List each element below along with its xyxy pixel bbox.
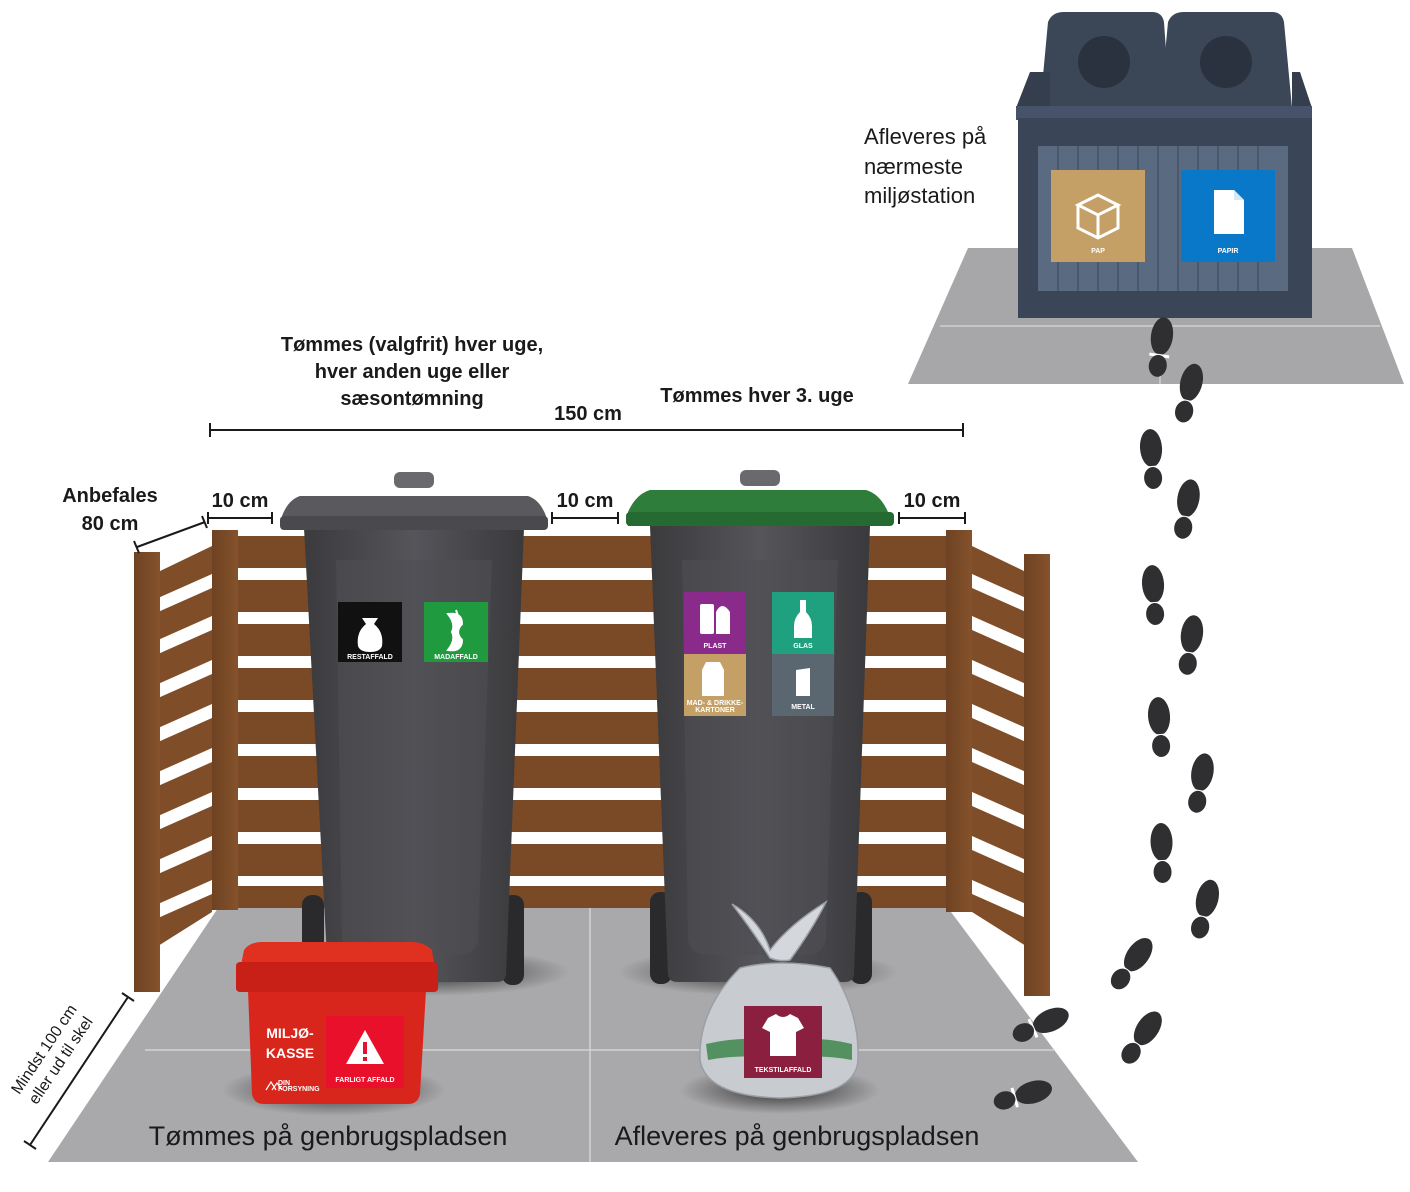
plast-sticker: PLAST	[684, 592, 746, 654]
total-width-label: 150 cm	[554, 403, 622, 425]
paper-icon	[1214, 190, 1244, 234]
bottom-right-label: Afleveres på genbrugspladsen	[615, 1121, 980, 1151]
station-note-line2: nærmeste	[864, 154, 963, 179]
bin-plast-glas-metal: PLAST GLAS MAD- & DRIKKE- KARTONER METAL	[618, 470, 898, 996]
brand-logo-icon	[265, 1080, 283, 1091]
footprint-icon	[1138, 428, 1165, 490]
papir-label: PAPIR	[1218, 248, 1239, 255]
madaffald-sticker: MADAFFALD	[424, 602, 488, 662]
restaffald-label: RESTAFFALD	[347, 654, 393, 661]
recommended-dimension	[133, 515, 208, 554]
brand-line2: FORSYNING	[278, 1086, 320, 1093]
recommended-label: Anbefales 80 cm	[62, 485, 158, 535]
pap-sticker: PAP	[1051, 170, 1145, 262]
total-width-dimension	[209, 423, 964, 437]
footprint-icon	[1146, 696, 1173, 758]
gap-dimensions	[207, 512, 966, 524]
box-icon	[1074, 193, 1122, 240]
footprint-icon	[1175, 613, 1206, 677]
distance-label: Mindst 100 cm eller ud til skel	[9, 1002, 97, 1108]
carton-icon	[702, 662, 724, 696]
recommended-line2: 80 cm	[82, 513, 139, 535]
schedule-weekly-line2: hver anden uge eller	[315, 361, 510, 383]
box-label-line1: MILJØ-	[266, 1025, 314, 1041]
miljoe-kasse: MILJØ- KASSE FARLIGT AFFALD DIN FORSYNIN…	[222, 942, 446, 1116]
textile-bag: TEKSTILAFFALD	[680, 899, 880, 1114]
bottom-left-label: Tømmes på genbrugspladsen	[149, 1121, 508, 1151]
tshirt-icon	[762, 1014, 804, 1056]
footprint-icon	[1105, 932, 1159, 995]
kartoner-label-1: MAD- & DRIKKE-	[687, 700, 744, 707]
restaffald-sticker: RESTAFFALD	[338, 602, 402, 662]
footprint-icon	[1115, 1006, 1168, 1069]
distance-dimension	[23, 992, 135, 1150]
madaffald-label: MADAFFALD	[434, 654, 478, 661]
trash-bag-icon	[357, 618, 383, 652]
schedule-weekly-line1: Tømmes (valgfrit) hver uge,	[281, 334, 543, 356]
footprint-icon	[1184, 751, 1217, 815]
kartoner-sticker: MAD- & DRIKKE- KARTONER	[684, 654, 746, 716]
bin-restaffald-madaffald: RESTAFFALD MADAFFALD	[280, 472, 570, 996]
box-label-line2: KASSE	[266, 1045, 314, 1061]
gap-left-label: 10 cm	[212, 490, 269, 512]
schedule-weekly-line3: sæsontømning	[340, 388, 483, 410]
glas-label: GLAS	[793, 643, 813, 650]
collection-station: PAP PAPIR	[908, 12, 1404, 384]
gap-right-label: 10 cm	[904, 490, 961, 512]
schedule-3weeks: Tømmes hver 3. uge	[660, 385, 853, 407]
hazard-label: FARLIGT AFFALD	[335, 1077, 394, 1084]
metal-sticker: METAL	[772, 654, 834, 716]
apple-core-icon	[446, 609, 464, 652]
recommended-line1: Anbefales	[62, 485, 158, 507]
footprint-icon	[1170, 477, 1203, 541]
kartoner-label-2: KARTONER	[695, 707, 735, 714]
glas-sticker: GLAS	[772, 592, 834, 654]
station-note-line3: miljøstation	[864, 183, 975, 208]
brand-line1: DIN	[278, 1080, 290, 1087]
schedule-weekly: Tømmes (valgfrit) hver uge, hver anden u…	[281, 334, 543, 410]
metal-label: METAL	[791, 704, 815, 711]
pap-label: PAP	[1091, 248, 1105, 255]
bottle-icon	[794, 600, 812, 638]
plast-label: PLAST	[704, 643, 728, 650]
station-note-line1: Afleveres på	[864, 124, 987, 149]
footprint-icon	[1149, 822, 1174, 884]
warning-icon	[346, 1030, 384, 1064]
gap-middle-label: 10 cm	[557, 490, 614, 512]
papir-sticker: PAPIR	[1181, 170, 1275, 262]
station-note: Afleveres på nærmeste miljøstation	[864, 124, 987, 208]
plast-icon	[700, 604, 730, 634]
footprint-icon	[1186, 877, 1223, 941]
footprint-icon	[1140, 564, 1167, 626]
tekstil-label: TEKSTILAFFALD	[755, 1067, 812, 1074]
can-icon	[796, 668, 810, 696]
